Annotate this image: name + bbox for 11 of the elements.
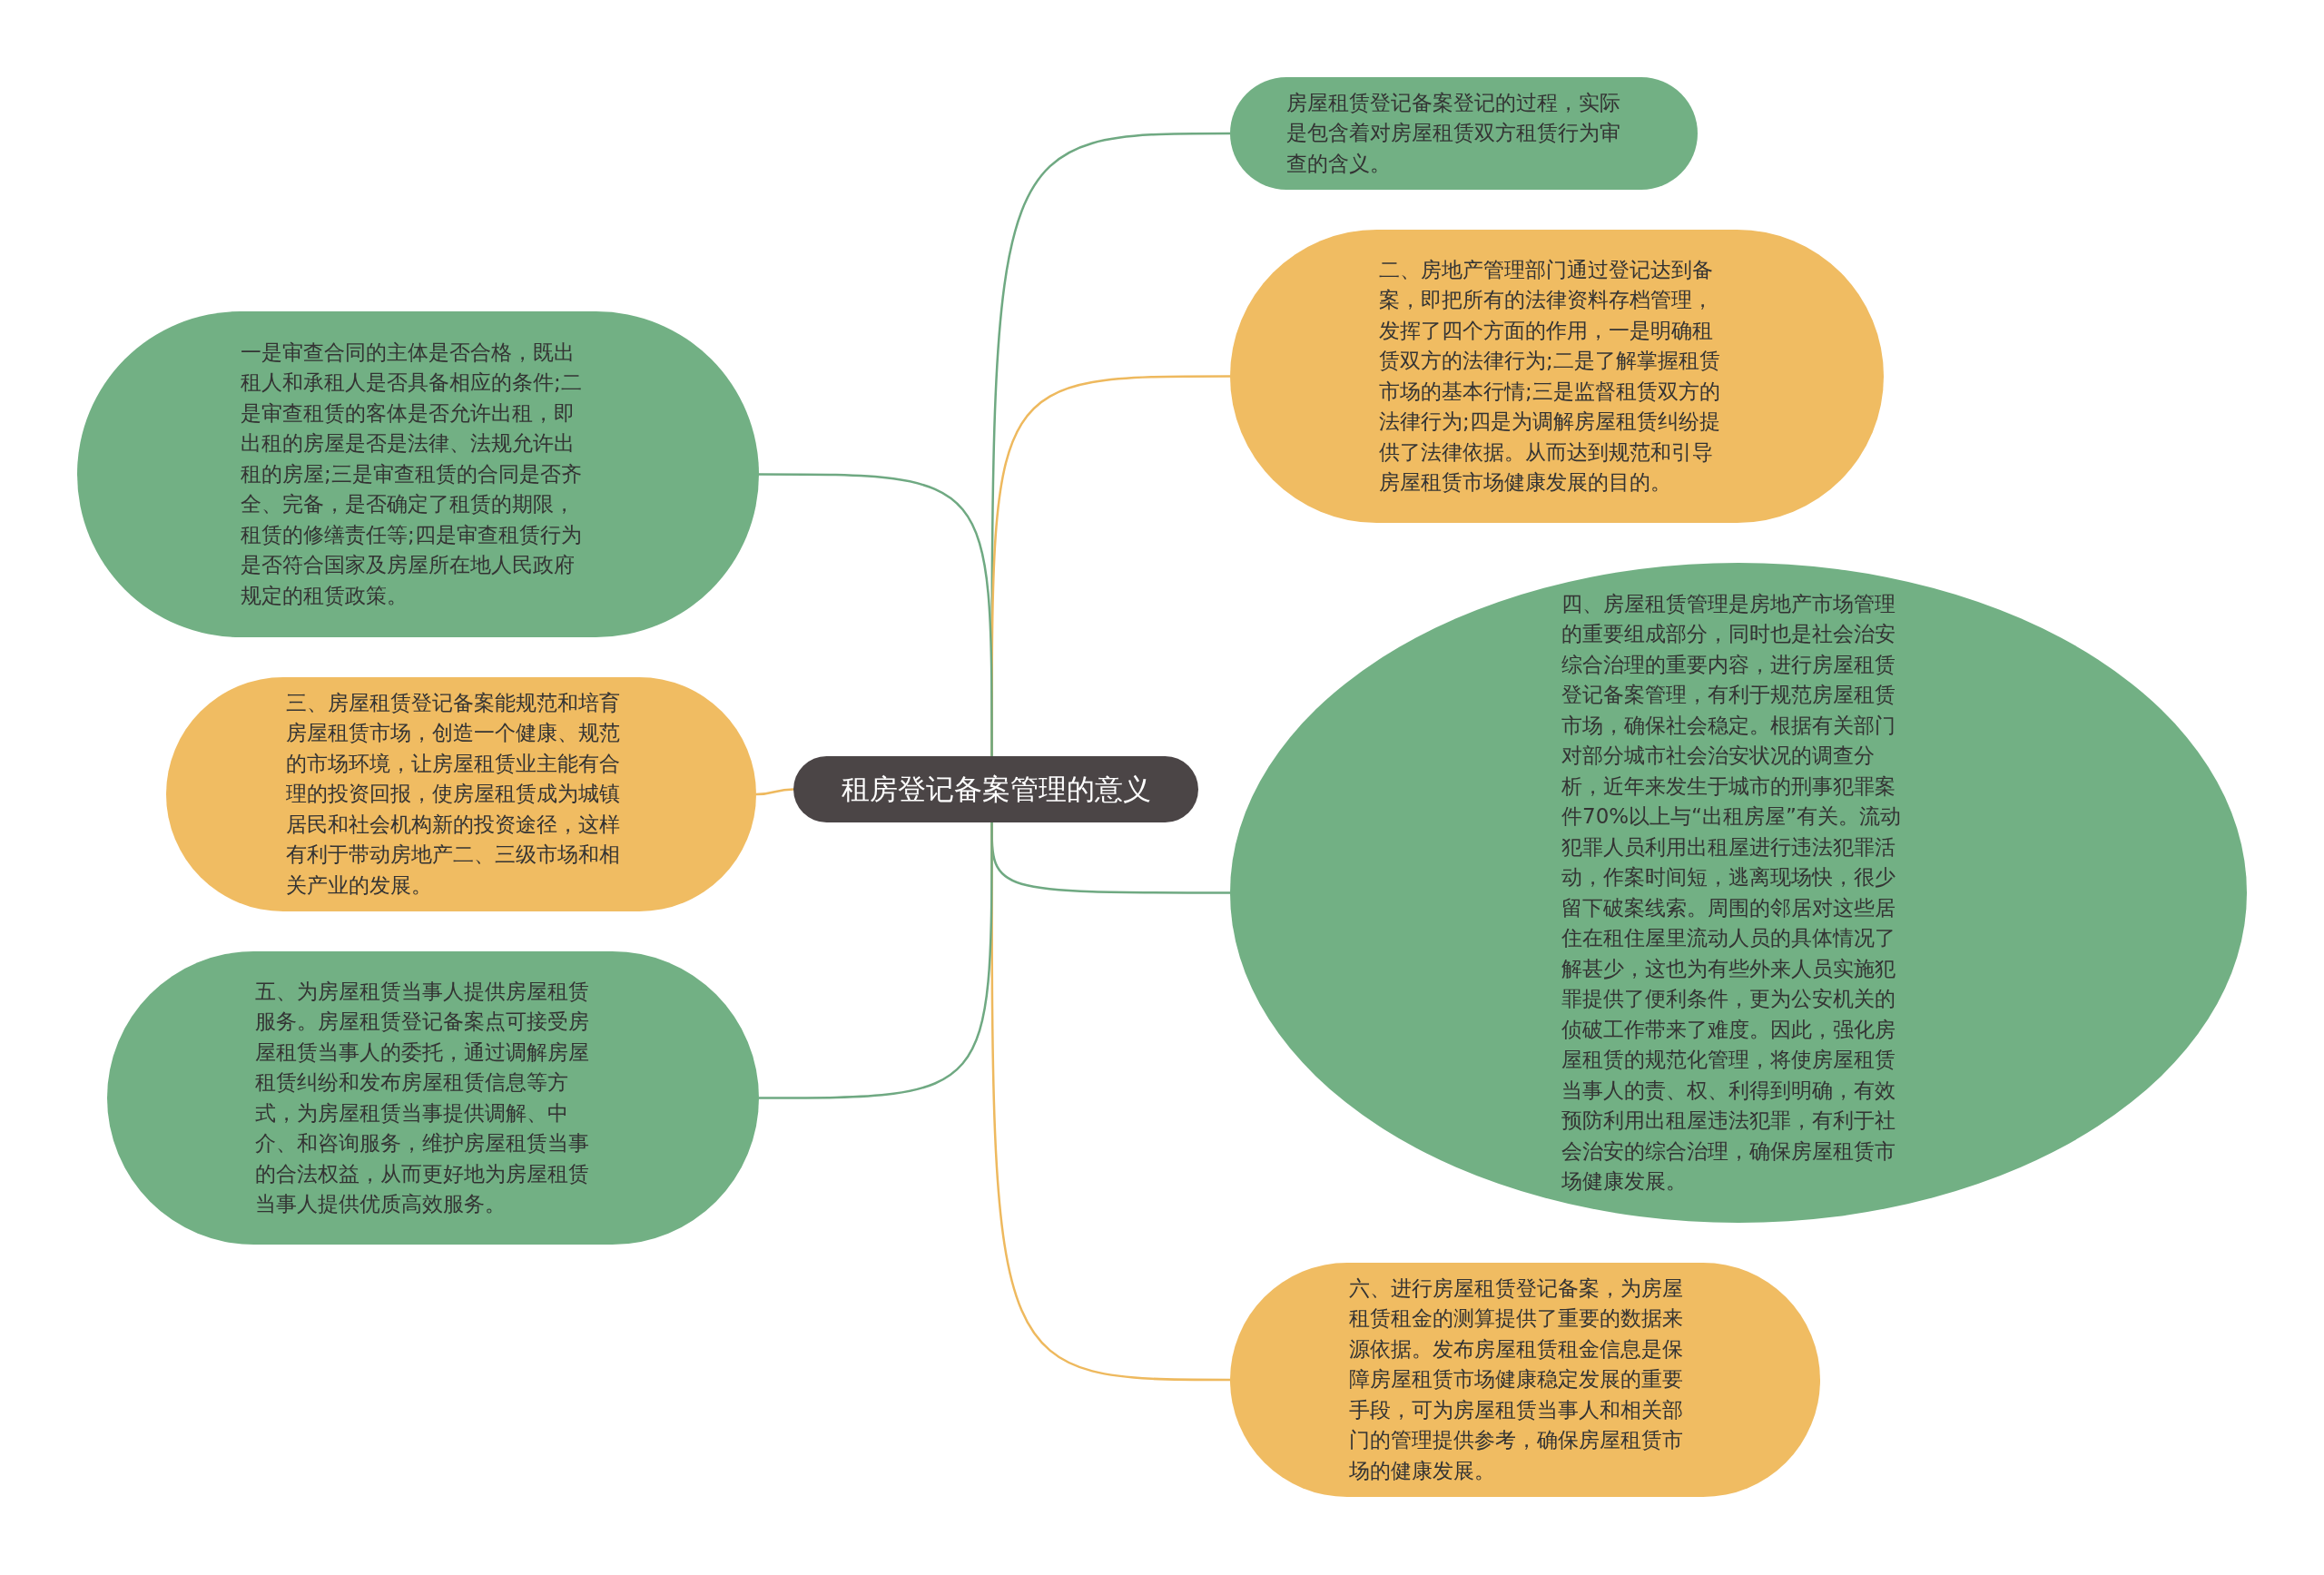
topic-bubble: 房屋租赁登记备案登记的过程，实际是包含着对房屋租赁双方租赁行为审查的含义。	[1230, 77, 1698, 190]
topic-bubble: 三、房屋租赁登记备案能规范和培育房屋租赁市场，创造一个健康、规范的市场环境，让房屋租赁业主能有合理的投资回报，使房屋租赁成为城镇居民和社会机构新的投资途径，这样有利于带动房地产二、三级市场和相关产业的发展。	[166, 677, 756, 911]
topic-bubble: 四、房屋租赁管理是房地产市场管理的重要组成部分，同时也是社会治安综合治理的重要内容，进行房屋租赁登记备案管理，有利于规范房屋租赁市场，确保社会稳定。根据有关部门对部分城市社会治安状况的调查分析，近年来发生于城市的刑事犯罪案件70%以上与“出租房屋”有关。流动犯罪人员利用出租屋进行违法犯罪活动，作案时间短，逃离现场快，很少留下破案线索。周围的邻居对这些居住在租住屋里流动人员的具体情况了解甚少，这也为有些外来人员实施犯罪提供了便利条件，更为公安机关的侦破工作带来了难度。因此，强化房屋租赁的规范化管理，将使房屋租赁当事人的责、权、利得到明确，有效预防利用出租屋违法犯罪，有利于社会治安的综合治理，确保房屋租赁市场健康发展。	[1230, 563, 2247, 1223]
central-topic-box: 租房登记备案管理的意义	[793, 756, 1198, 822]
topic-bubble: 五、为房屋租赁当事人提供房屋租赁服务。房屋租赁登记备案点可接受房屋租赁当事人的委托，通过调解房屋租赁纠纷和发布房屋租赁信息等方式，为房屋租赁当事提供调解、中介、和咨询服务，维护房屋租赁当事的合法权益，从而更好地为房屋租赁当事人提供优质高效服务。	[107, 951, 759, 1245]
topic-bubble: 二、房地产管理部门通过登记达到备案，即把所有的法律资料存档管理，发挥了四个方面的作用，一是明确租赁双方的法律行为;二是了解掌握租赁市场的基本行情;三是监督租赁双方的法律行为;四是为调解房屋租赁纠纷提供了法律依据。从而达到规范和引导房屋租赁市场健康发展的目的。	[1230, 230, 1884, 523]
connector-line	[755, 788, 794, 796]
topic-bubble: 六、进行房屋租赁登记备案，为房屋租赁租金的测算提供了重要的数据来源依据。发布房屋租赁租金信息是保障房屋租赁市场健康稳定发展的重要手段，可为房屋租赁当事人和相关部门的管理提供参考，确保房屋租赁市场的健康发展。	[1230, 1263, 1820, 1497]
connector-line	[759, 473, 993, 756]
topic-bubble: 一是审查合同的主体是否合格，既出租人和承租人是否具备相应的条件;二是审查租赁的客体是否允许出租，即出租的房屋是否是法律、法规允许出租的房屋;三是审查租赁的合同是否齐全、完备，是否确定了租赁的期限，租赁的修缮责任等;四是审查租赁行为是否符合国家及房屋所在地人民政府规定的租赁政策。	[77, 311, 759, 637]
connector-line	[759, 822, 993, 1099]
